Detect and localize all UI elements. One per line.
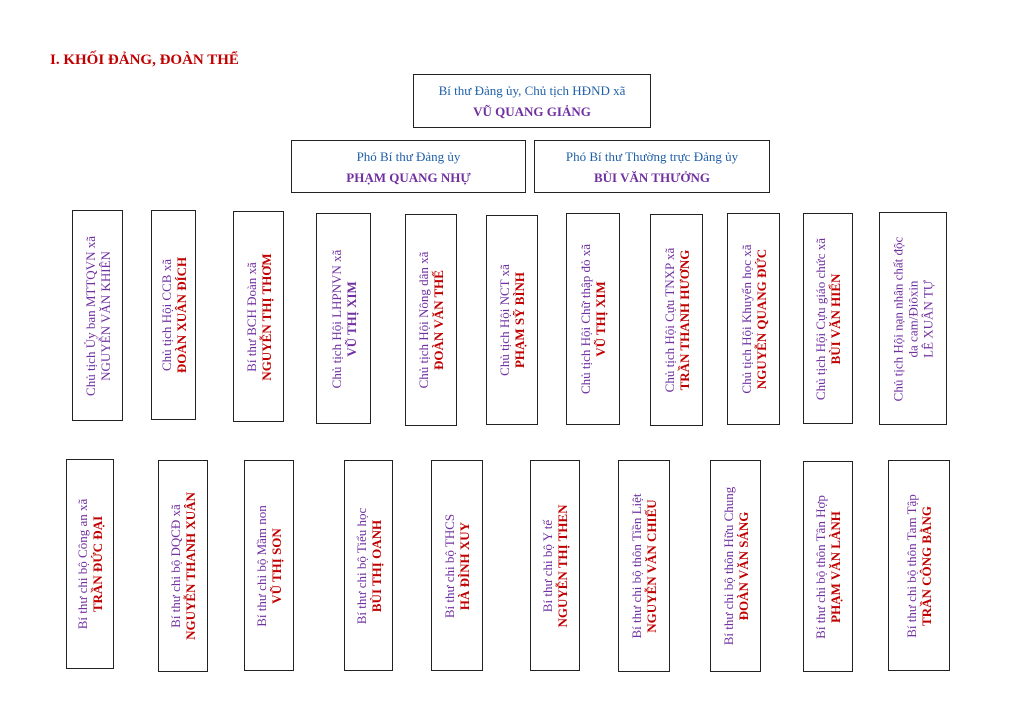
party-cell-name: HÀ ĐÌNH XUY xyxy=(457,521,472,610)
organization-name: VŨ THỊ XIM xyxy=(343,280,359,357)
party-cell-name: VŨ THỊ SON xyxy=(269,527,284,604)
party-cell-name: NGUYỄN VĂN CHIẾU xyxy=(644,499,659,633)
organization-name: BÙI VĂN HIỂN xyxy=(828,273,843,364)
organization-role: Chủ tịch Ủy ban MTTQVN xã xyxy=(82,235,98,396)
party-cell-role: Bí thư chi bộ Mầm non xyxy=(254,504,269,627)
organization-role: Chủ tịch Hội Khuyến học xã xyxy=(738,244,754,394)
organization-name: ĐOÀN VĂN THẾ xyxy=(431,270,446,370)
organization-name: NGUYỄN THỊ THƠM xyxy=(258,252,274,381)
secretary-box: Bí thư Đảng ủy, Chủ tịch HĐND xã VŨ QUAN… xyxy=(413,74,651,128)
party-cell-name: PHẠM VĂN LÀNH xyxy=(828,510,843,623)
party-cell-name: NGUYỄN THANH XUÂN xyxy=(183,492,198,640)
organization-name: VŨ THỊ XIM xyxy=(593,281,608,357)
party-cell-name: NGUYỄN THỊ THEN xyxy=(555,503,570,628)
organization-role: Chủ tịch Hội LHPNVN xã xyxy=(328,249,344,388)
party-cell-name: BÙI THỊ OANH xyxy=(368,519,384,612)
deputy-role: Phó Bí thư Đảng ủy xyxy=(356,149,461,164)
party-cell-role: Bí thư chi bộ thôn Tân Hợp xyxy=(813,494,828,639)
party-cell-role: Bí thư chi bộ DQCĐ xã xyxy=(168,504,183,628)
section-title: I. KHỐI ĐẢNG, ĐOÀN THỂ xyxy=(50,52,239,68)
deputy-box: Phó Bí thư Đảng ủy PHẠM QUANG NHỰ xyxy=(291,140,526,193)
party-cell-role: Bí thư chi bộ Tiểu học xyxy=(353,507,369,624)
organization-name: TRẦN THANH HƯƠNG xyxy=(676,249,692,391)
organization-role: Bí thư BCH Đoàn xã xyxy=(243,261,259,372)
party-cell-role: Bí thư chi bộ thôn Hữu Chung xyxy=(720,486,736,646)
organization-name: LÊ XUÂN TỰ xyxy=(920,279,936,358)
secretary-name: VŨ QUANG GIẢNG xyxy=(473,104,591,119)
party-cell-name: ĐOÀN VĂN SÁNG xyxy=(735,511,751,621)
organization-name: NGUYỄN QUANG ĐỨC xyxy=(753,248,769,390)
organization-role: Chủ tịch Hội Chữ thập đỏ xã xyxy=(578,243,593,395)
party-cell-role: Bí thư chi bộ thôn Tiền Liệt xyxy=(629,493,644,639)
deputy-name: PHẠM QUANG NHỰ xyxy=(346,170,471,185)
organization-role: Chủ tịch Hội Cựu TNXP xã xyxy=(661,247,677,393)
party-cell-name: TRẦN CÔNG BẰNG xyxy=(919,505,934,626)
organization-name: ĐOÀN XUÂN ĐÍCH xyxy=(173,256,189,374)
standing-deputy-role: Phó Bí thư Thường trực Đảng ủy xyxy=(565,149,739,164)
party-cell-name: TRẦN ĐỨC ĐẠI xyxy=(90,515,105,613)
organization-role: Chủ tịch Hội CCB xã xyxy=(158,259,174,371)
party-cell-role: Bí thư chi bộ Công an xã xyxy=(75,498,90,630)
organization-role: Chủ tịch Hội Nông dân xã xyxy=(416,251,431,389)
secretary-role: Bí thư Đảng ủy, Chủ tịch HĐND xã xyxy=(438,83,626,98)
party-cell-role: Bí thư chi bộ thôn Tam Tập xyxy=(904,493,919,638)
party-cell-role: Bí thư chi bộ Y tế xyxy=(540,519,555,612)
organization-role: Chủ tịch Hội NCT xã xyxy=(497,264,512,376)
organization-name: PHẠM SỸ BÌNH xyxy=(512,271,527,369)
organization-role: Chủ tịch Hội Cựu giáo chức xã xyxy=(813,237,828,400)
standing-deputy-name: BÙI VĂN THƯỞNG xyxy=(593,170,711,185)
party-cell-role: Bí thư chi bộ THCS xyxy=(442,513,457,618)
organization-name: NGUYỄN VĂN KHIÊN xyxy=(97,250,113,381)
standing-deputy-box: Phó Bí thư Thường trực Đảng ủy BÙI VĂN T… xyxy=(534,140,770,193)
